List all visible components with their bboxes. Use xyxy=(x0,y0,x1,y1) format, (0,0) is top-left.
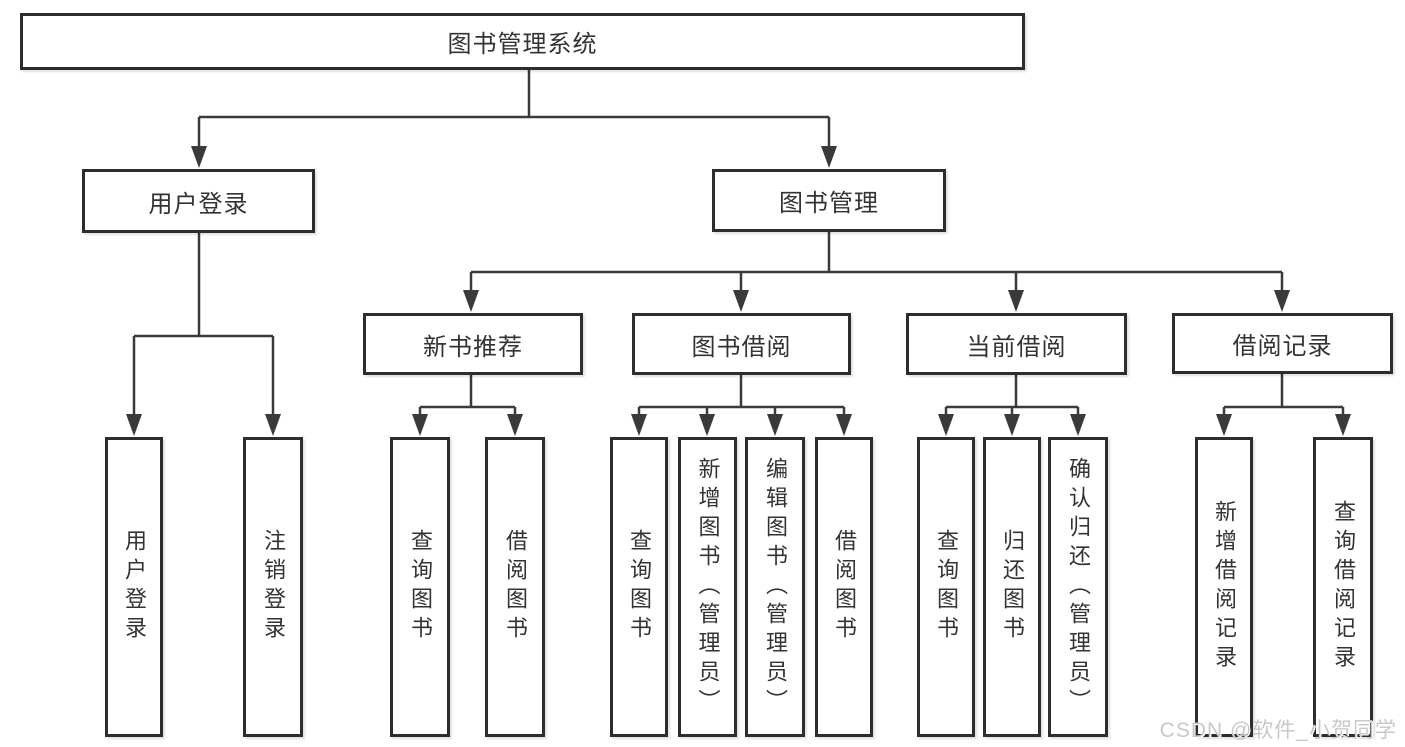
leaf-borrow-books-label: 借阅图书 xyxy=(832,529,857,645)
leaf-newbook-query-books: 查询图书 xyxy=(390,437,450,737)
leaf-confirm-return-admin-label: 确认归还（管理员） xyxy=(1066,456,1091,718)
leaf-current-query-books: 查询图书 xyxy=(917,437,975,737)
leaf-newbook-borrow-books-label: 借阅图书 xyxy=(503,529,528,645)
leaf-add-borrow-record: 新增借阅记录 xyxy=(1195,437,1253,737)
leaf-add-books-admin: 新增图书（管理员） xyxy=(678,437,737,737)
arrowheads xyxy=(126,146,1351,436)
leaf-logout-label: 注销登录 xyxy=(261,529,286,645)
leaf-borrow-query-books-label: 查询图书 xyxy=(627,529,652,645)
node-user-login: 用户登录 xyxy=(82,169,315,233)
leaf-newbook-borrow-books: 借阅图书 xyxy=(485,437,545,737)
leaf-edit-books-admin: 编辑图书（管理员） xyxy=(745,437,805,737)
leaf-query-borrow-record: 查询借阅记录 xyxy=(1313,437,1373,737)
node-root-system: 图书管理系统 xyxy=(20,13,1025,70)
leaf-user-login-label: 用户登录 xyxy=(122,529,147,645)
node-current-borrow: 当前借阅 xyxy=(906,313,1127,375)
leaf-return-books-label: 归还图书 xyxy=(1000,529,1025,645)
leaf-user-login: 用户登录 xyxy=(105,437,163,737)
leaf-add-borrow-record-label: 新增借阅记录 xyxy=(1212,500,1237,674)
leaf-confirm-return-admin: 确认归还（管理员） xyxy=(1048,437,1108,737)
edge-lines xyxy=(132,70,1345,418)
leaf-add-books-admin-label: 新增图书（管理员） xyxy=(695,456,721,718)
node-borrow-record: 借阅记录 xyxy=(1172,313,1393,374)
leaf-current-query-books-label: 查询图书 xyxy=(934,529,959,645)
leaf-logout: 注销登录 xyxy=(243,437,303,737)
leaf-query-borrow-record-label: 查询借阅记录 xyxy=(1331,500,1356,674)
node-book-borrow: 图书借阅 xyxy=(632,313,851,375)
leaf-edit-books-admin-label: 编辑图书（管理员） xyxy=(763,456,788,718)
leaf-borrow-query-books: 查询图书 xyxy=(610,437,668,737)
node-book-management: 图书管理 xyxy=(712,169,946,232)
node-new-book-recommend: 新书推荐 xyxy=(363,313,583,375)
leaf-newbook-query-books-label: 查询图书 xyxy=(408,529,433,645)
leaf-return-books: 归还图书 xyxy=(983,437,1041,737)
leaf-borrow-books: 借阅图书 xyxy=(815,437,873,737)
csdn-watermark: CSDN @软件_小贺同学 xyxy=(1159,719,1397,742)
